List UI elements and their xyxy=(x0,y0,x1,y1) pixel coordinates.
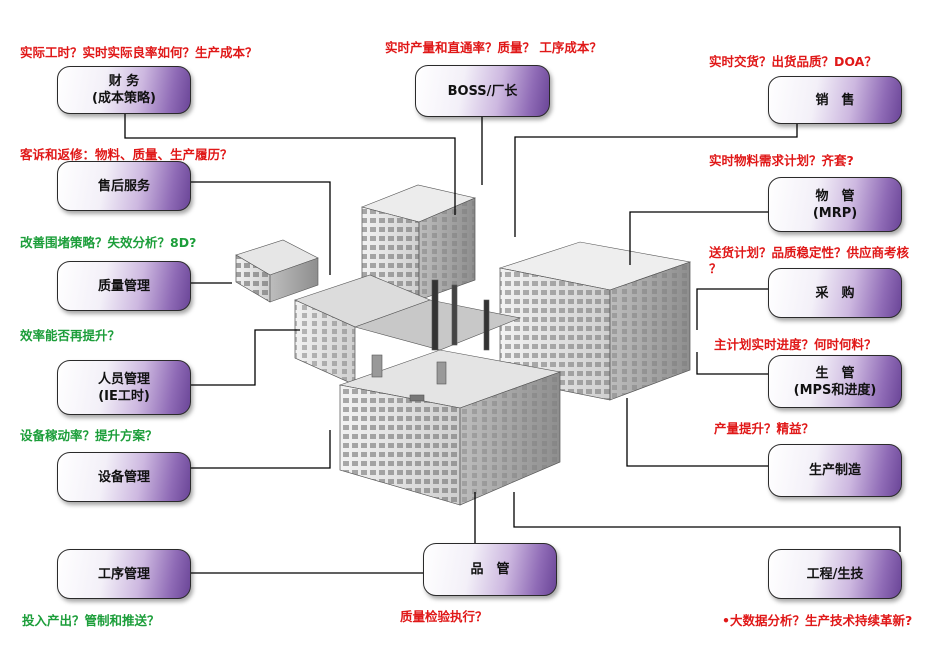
sales-question: 实时交货？出货品质？DOA？ xyxy=(709,54,877,69)
node-production-mgmt-subtitle: (MPS和进度) xyxy=(793,382,877,398)
node-manufacturing-title: 生产制造 xyxy=(808,463,861,478)
purchasing-question-tail: ？ xyxy=(709,261,722,276)
node-purchasing-title: 采 购 xyxy=(815,285,855,301)
node-finance-title: 财 务 xyxy=(108,74,140,89)
node-qc[interactable]: 品 管 xyxy=(423,543,557,596)
quality-mgmt-question: 改善围堵策略？失效分析？8D? xyxy=(20,235,197,250)
node-manufacturing[interactable]: 生产制造 xyxy=(768,444,902,497)
engineering-question: •大数据分析？生产技术持续革新? xyxy=(722,613,913,628)
equipment-question: 设备稼动率？提升方案？ xyxy=(20,428,158,443)
node-process-mgmt[interactable]: 工序管理 xyxy=(57,549,191,599)
node-sales[interactable]: 销 售 xyxy=(768,76,902,124)
boss-question: 实时产量和直通率？质量？ 工序成本？ xyxy=(385,40,602,55)
process-mgmt-question: 投入产出？管制和推送？ xyxy=(22,613,160,628)
node-finance-subtitle: (成本策略) xyxy=(92,91,156,106)
qc-question: 质量检验执行？ xyxy=(400,609,488,624)
purchasing-question: 送货计划？品质稳定性？供应商考核 xyxy=(709,245,910,260)
node-material-subtitle: (MRP) xyxy=(812,205,858,221)
node-boss-title: BOSS/厂长 xyxy=(447,83,518,99)
node-material-title: 物 管 xyxy=(815,188,855,204)
node-qc-title: 品 管 xyxy=(470,562,510,577)
node-process-mgmt-title: 工序管理 xyxy=(97,566,150,582)
node-quality-mgmt-title: 质量管理 xyxy=(97,278,150,294)
after-sales-question: 客诉和返修：物料、质量、生产履历？ xyxy=(20,147,233,162)
node-sales-title: 销 售 xyxy=(815,92,855,108)
node-after-sales[interactable]: 售后服务 xyxy=(57,161,191,211)
factory-building xyxy=(235,184,692,506)
node-hr-title: 人员管理 xyxy=(97,371,150,387)
node-purchasing[interactable]: 采 购 xyxy=(768,268,902,318)
node-material[interactable]: 物 管 (MRP) xyxy=(768,177,902,232)
node-engineering[interactable]: 工程/生技 xyxy=(768,549,902,599)
node-finance[interactable]: 财 务 (成本策略) xyxy=(57,66,191,114)
node-production-mgmt[interactable]: 生 管 (MPS和进度) xyxy=(768,355,902,408)
finance-question: 实际工时？实时实际良率如何？生产成本？ xyxy=(20,45,258,60)
hr-question: 效率能否再提升？ xyxy=(20,328,121,343)
node-equipment-title: 设备管理 xyxy=(97,469,150,485)
node-hr-subtitle: (IE工时) xyxy=(98,388,150,404)
node-boss[interactable]: BOSS/厂长 xyxy=(415,65,550,117)
node-after-sales-title: 售后服务 xyxy=(97,178,150,194)
node-hr[interactable]: 人员管理 (IE工时) xyxy=(57,360,191,415)
manufacturing-question: 产量提升？精益？ xyxy=(714,421,815,436)
node-engineering-title: 工程/生技 xyxy=(806,566,864,582)
node-equipment[interactable]: 设备管理 xyxy=(57,452,191,502)
node-quality-mgmt[interactable]: 质量管理 xyxy=(57,261,191,311)
material-question: 实时物料需求计划？齐套? xyxy=(709,153,854,168)
production-mgmt-question: 主计划实时进度？何时何料？ xyxy=(714,337,877,352)
node-production-mgmt-title: 生 管 xyxy=(815,365,855,381)
